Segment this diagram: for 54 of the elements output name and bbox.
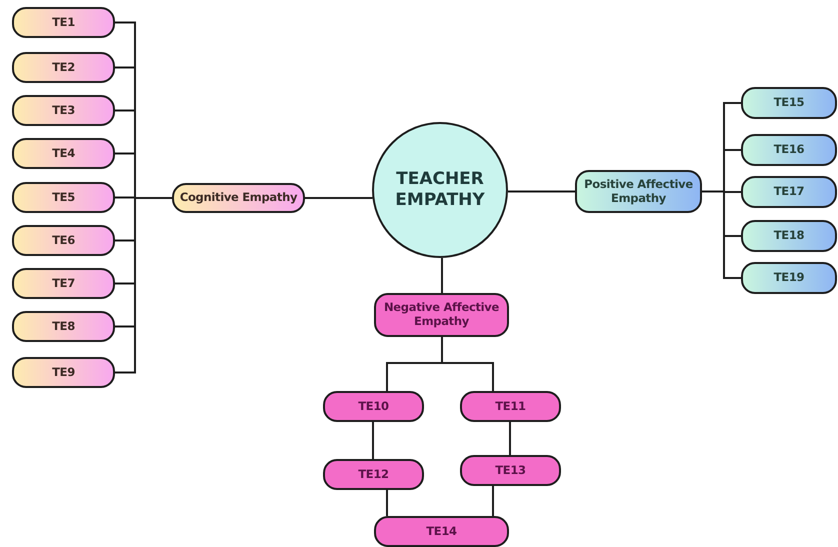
item-box bbox=[12, 7, 115, 38]
node-label: TE3 bbox=[51, 104, 76, 118]
node-label: TE1 bbox=[51, 16, 76, 30]
item-box bbox=[12, 311, 115, 342]
item-box bbox=[12, 268, 115, 299]
connector-line bbox=[441, 337, 494, 391]
node-label: TE9 bbox=[51, 366, 76, 380]
connector-line bbox=[492, 486, 494, 516]
category-box bbox=[575, 170, 702, 213]
node-label: TEACHER EMPATHY bbox=[394, 168, 486, 212]
connector-line bbox=[508, 190, 575, 192]
node-label: Positive Affective Empathy bbox=[583, 178, 694, 206]
node-label: TE14 bbox=[425, 524, 458, 538]
node-label: TE6 bbox=[51, 234, 76, 248]
item-box bbox=[12, 182, 115, 213]
item-box bbox=[741, 87, 837, 119]
item-box bbox=[12, 357, 115, 388]
item-box bbox=[12, 95, 115, 126]
item-box bbox=[12, 52, 115, 83]
node-label: TE5 bbox=[51, 190, 76, 204]
item-box bbox=[741, 134, 837, 166]
node-label: TE2 bbox=[51, 60, 76, 74]
item-box bbox=[741, 176, 837, 208]
item-box bbox=[12, 225, 115, 256]
connector-line bbox=[509, 422, 511, 455]
node-label: TE7 bbox=[51, 276, 76, 290]
item-box bbox=[741, 262, 837, 294]
item-box bbox=[741, 220, 837, 252]
item-box bbox=[323, 391, 424, 422]
connector-line bbox=[386, 490, 388, 516]
item-box bbox=[460, 391, 561, 422]
node-label: TE11 bbox=[494, 400, 527, 414]
item-box bbox=[460, 455, 561, 486]
connector-line bbox=[115, 197, 172, 374]
item-box bbox=[374, 516, 509, 547]
node-label: TE16 bbox=[772, 143, 806, 157]
category-box bbox=[374, 293, 509, 337]
node-label: TE8 bbox=[51, 320, 76, 334]
node-label: TE19 bbox=[772, 271, 806, 285]
connector-line bbox=[372, 422, 374, 459]
item-box bbox=[323, 459, 424, 490]
connector-line bbox=[441, 258, 443, 293]
node-label: TE15 bbox=[772, 96, 806, 110]
item-box bbox=[12, 138, 115, 169]
node-label: TE17 bbox=[772, 185, 806, 199]
node-label: TE4 bbox=[51, 146, 76, 160]
node-label: TE12 bbox=[357, 468, 390, 482]
node-label: TE13 bbox=[494, 464, 527, 478]
connector-line bbox=[305, 197, 372, 199]
node-label: Cognitive Empathy bbox=[178, 191, 298, 205]
node-label: TE18 bbox=[772, 229, 806, 243]
node-label: Negative Affective Empathy bbox=[382, 301, 500, 329]
category-box bbox=[172, 183, 305, 213]
node-label: TE10 bbox=[357, 400, 390, 414]
